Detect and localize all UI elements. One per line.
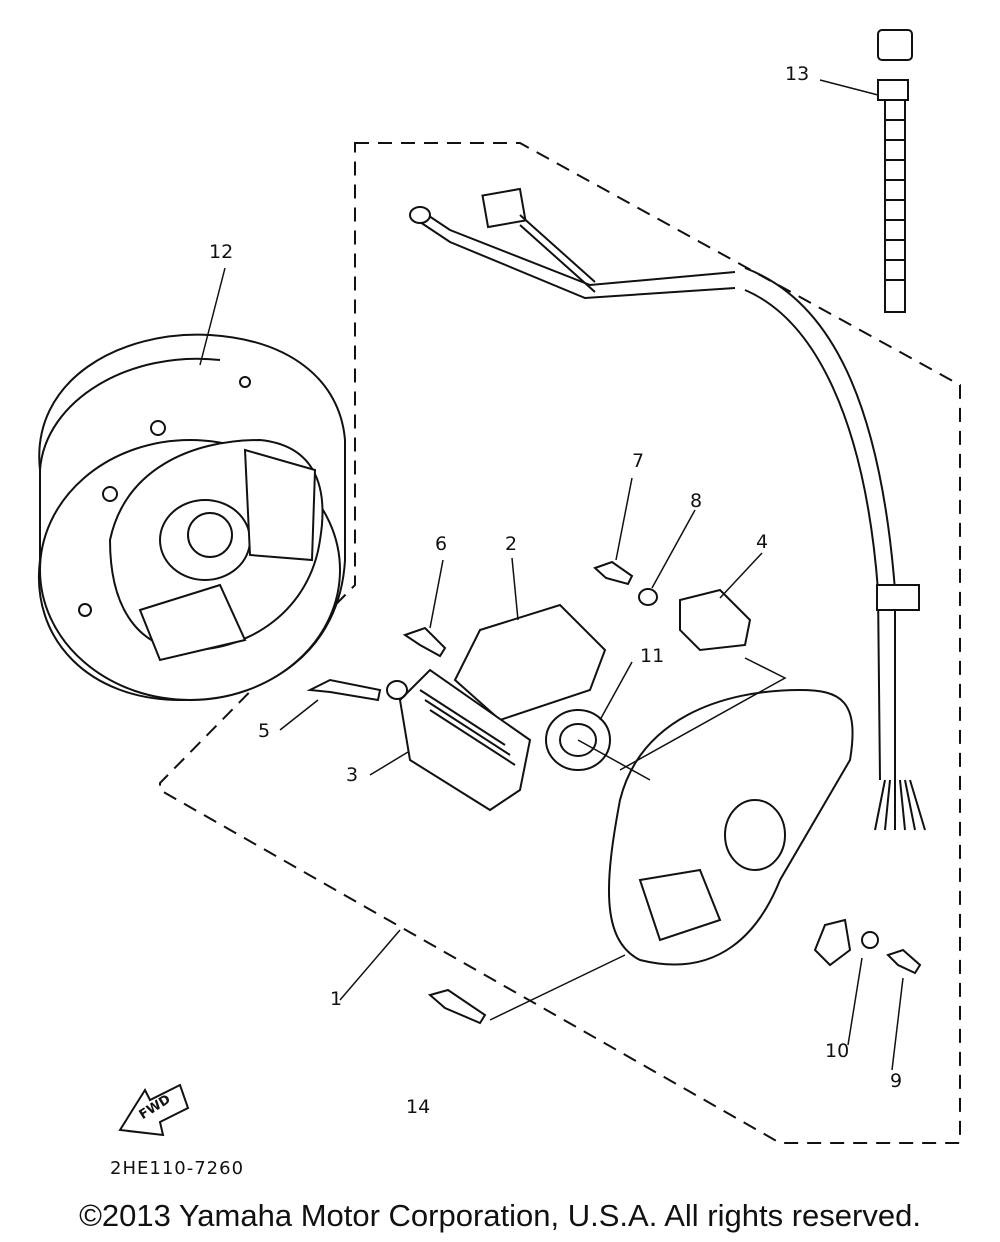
callout-5: 5 bbox=[258, 720, 271, 742]
callout-6: 6 bbox=[435, 533, 448, 555]
copyright-notice: ©2013 Yamaha Motor Corporation, U.S.A. A… bbox=[79, 1198, 921, 1233]
diagram-code: 2HE110-7260 bbox=[110, 1158, 245, 1179]
callout-13: 13 bbox=[785, 63, 810, 85]
leader-lines bbox=[199, 79, 904, 1071]
washer-near-5 bbox=[386, 680, 408, 700]
callout-9: 9 bbox=[890, 1070, 903, 1092]
part-4-connector bbox=[679, 588, 752, 652]
screw-14 bbox=[427, 988, 487, 1025]
screw-7 bbox=[593, 560, 634, 586]
exploded-parts-diagram bbox=[37, 29, 961, 1144]
wire-harness bbox=[409, 187, 926, 831]
fwd-arrow bbox=[118, 1083, 190, 1137]
wire-clamp bbox=[813, 918, 852, 967]
flywheel-rotor bbox=[37, 333, 346, 702]
callout-4: 4 bbox=[756, 531, 769, 553]
callout-7: 7 bbox=[632, 450, 645, 472]
callout-10: 10 bbox=[825, 1040, 850, 1062]
washer-8 bbox=[638, 588, 658, 606]
callout-14: 14 bbox=[406, 1096, 431, 1118]
screw-5 bbox=[306, 678, 382, 702]
screw-9 bbox=[886, 948, 922, 975]
callout-3: 3 bbox=[346, 764, 359, 786]
cable-tie bbox=[877, 29, 913, 313]
callout-11: 11 bbox=[640, 645, 665, 667]
charge-coil bbox=[398, 668, 532, 812]
callout-1: 1 bbox=[330, 988, 343, 1010]
callout-2: 2 bbox=[505, 533, 518, 555]
washer-10 bbox=[861, 931, 879, 949]
screw-6 bbox=[402, 626, 447, 658]
callout-8: 8 bbox=[690, 490, 703, 512]
stator-base-plate bbox=[607, 688, 854, 966]
callout-12: 12 bbox=[209, 241, 234, 263]
